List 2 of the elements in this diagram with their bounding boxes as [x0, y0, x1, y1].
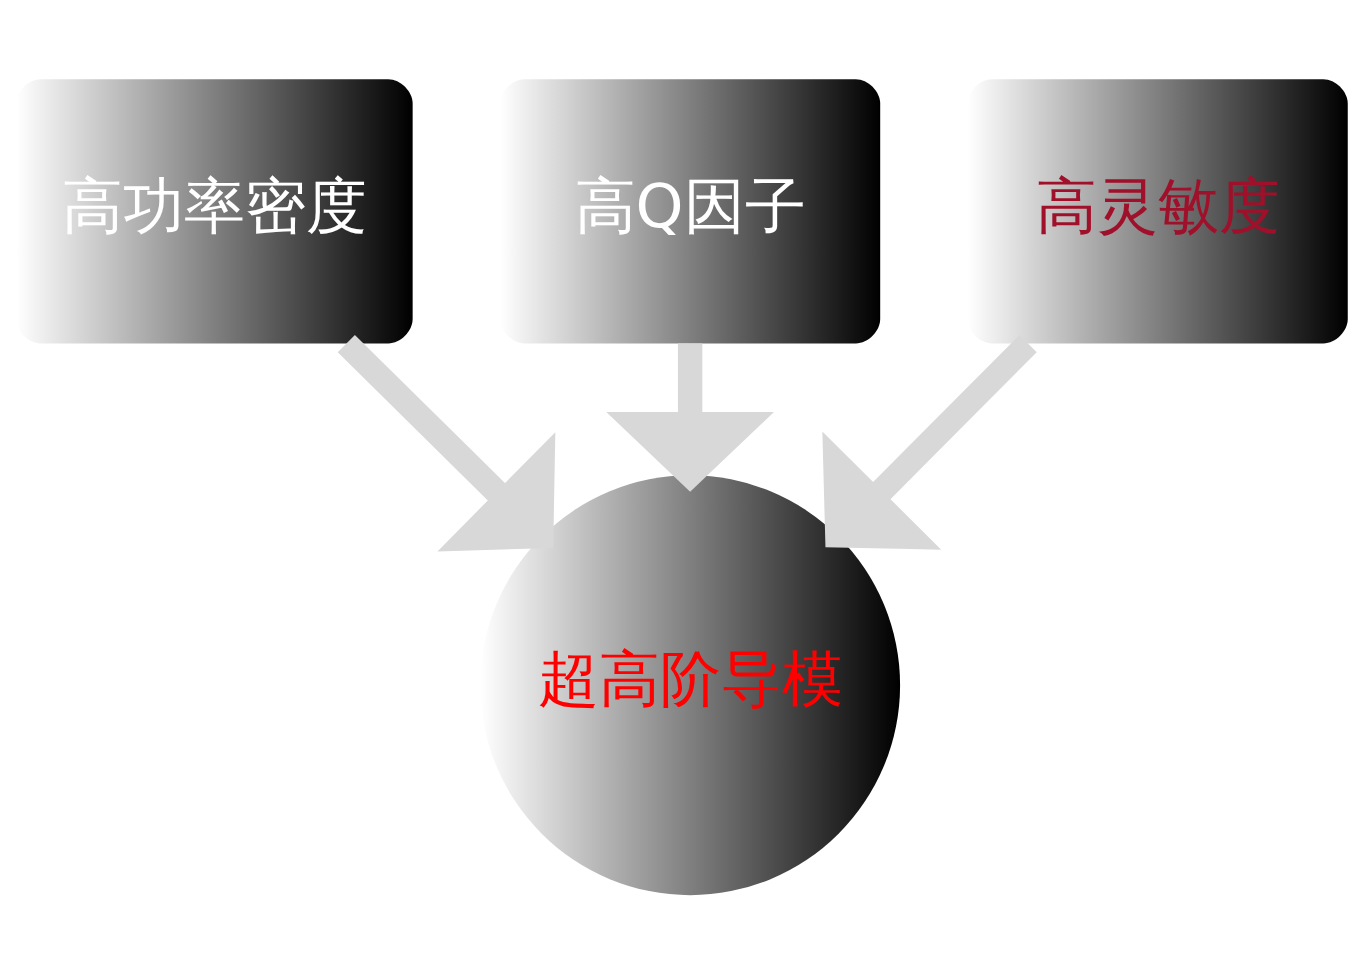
arrow — [337, 334, 556, 551]
arrow — [606, 343, 774, 492]
